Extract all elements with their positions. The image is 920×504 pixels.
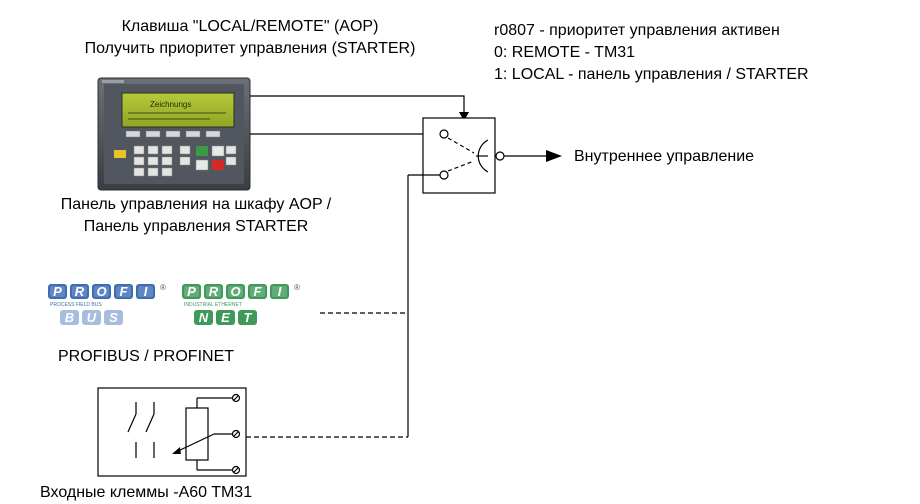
panel-caption: Панель управления на шкафу AOP / Панель … [6,194,386,238]
profibus-tagline: PROCESS FIELD BUS [50,302,102,308]
profibus-sub-letter-tile [82,310,101,325]
profinet-letter: R [209,284,219,299]
terminal-block-tm31 [97,387,247,477]
profinet-letter: O [230,284,240,299]
output-arrow [546,150,562,162]
switch-remote-contact [439,170,449,180]
profinet-registered-mark: ® [294,283,300,292]
panel-green-key [196,146,208,156]
profinet-sub-letter-tile [194,310,213,325]
profibus-letter-tile [48,284,67,299]
profinet-letter: F [254,284,263,299]
panel-screen-text: Zeichnungs [150,100,191,109]
switch-local-contact [439,129,449,139]
wire-aop-key-to-switch [250,95,465,116]
profibus-letter: F [120,284,129,299]
potentiometer-wiper [175,433,215,453]
terminal-screws [231,393,241,475]
profinet-tagline: INDUSTRIAL ETHERNET [184,302,242,308]
parameter-description: r0807 - приоритет управления активен 0: … [494,20,809,86]
panel-caption-line2: Панель управления STARTER [83,218,309,235]
profinet-letter: P [187,284,196,299]
profibus-sub-letter: B [65,310,74,325]
output-label: Внутреннее управление [574,148,755,165]
panel-lcd-screen [121,92,235,128]
parameter-line1: r0807 - приоритет управления активен [494,22,780,39]
potentiometer [185,407,209,461]
profibus-letter-tile [92,284,111,299]
profibus-letter: P [53,284,62,299]
profibus-letter-tile [114,284,133,299]
wires-remote [246,174,440,438]
parameter-line3: 1: LOCAL - панель управления / STARTER [494,66,809,83]
panel-caption-line1: Панель управления на шкафу AOP / [60,196,332,213]
profinet-sub-letter: T [244,310,253,325]
profinet-sub-letter: N [199,310,209,325]
profibus-letter: O [96,284,106,299]
profinet-letter-tile [248,284,267,299]
aop-key-line1: Клавиша "LOCAL/REMOTE" (AOP) [121,18,379,35]
profibus-sub-letter: U [87,310,97,325]
profinet-sub-letter-tile [216,310,235,325]
panel-softkeys [125,130,221,138]
priority-switch [422,117,505,194]
aop-key-title: Клавиша "LOCAL/REMOTE" (AOP) Получить пр… [30,16,470,60]
profibus-sub-letter-tile [60,310,79,325]
parameter-line2: 0: REMOTE - TM31 [494,44,636,61]
terminals-caption: Входные клеммы -A60 TM31 [40,484,253,501]
profibus-registered-mark: ® [160,283,166,292]
profinet-letter: I [278,284,282,299]
profibus-letter: I [144,284,148,299]
profinet-letter-tile [204,284,223,299]
aop-key-line2: Получить приоритет управления (STARTER) [84,40,416,57]
profinet-letter-tile [270,284,289,299]
profinet-sub-letter: E [221,310,230,325]
wires-panel [250,95,465,135]
operator-panel-image: Zeichnungs [97,77,251,191]
profinet-sub-letter-tile [238,310,257,325]
panel-keypad [133,145,191,177]
switch-output-contact [495,151,505,161]
profibus-sub-letter-tile [104,310,123,325]
profibus-letter-tile [136,284,155,299]
panel-yellow-key [114,150,126,158]
profibus-sub-letter: S [109,310,118,325]
panel-red-key [212,160,224,170]
profibus-letter: R [75,284,85,299]
fieldbus-caption: PROFIBUS / PROFINET [58,348,235,365]
profibus-letter-tile [70,284,89,299]
arrow-to-switch [459,112,469,121]
profinet-letter-tile [226,284,245,299]
profinet-letter-tile [182,284,201,299]
